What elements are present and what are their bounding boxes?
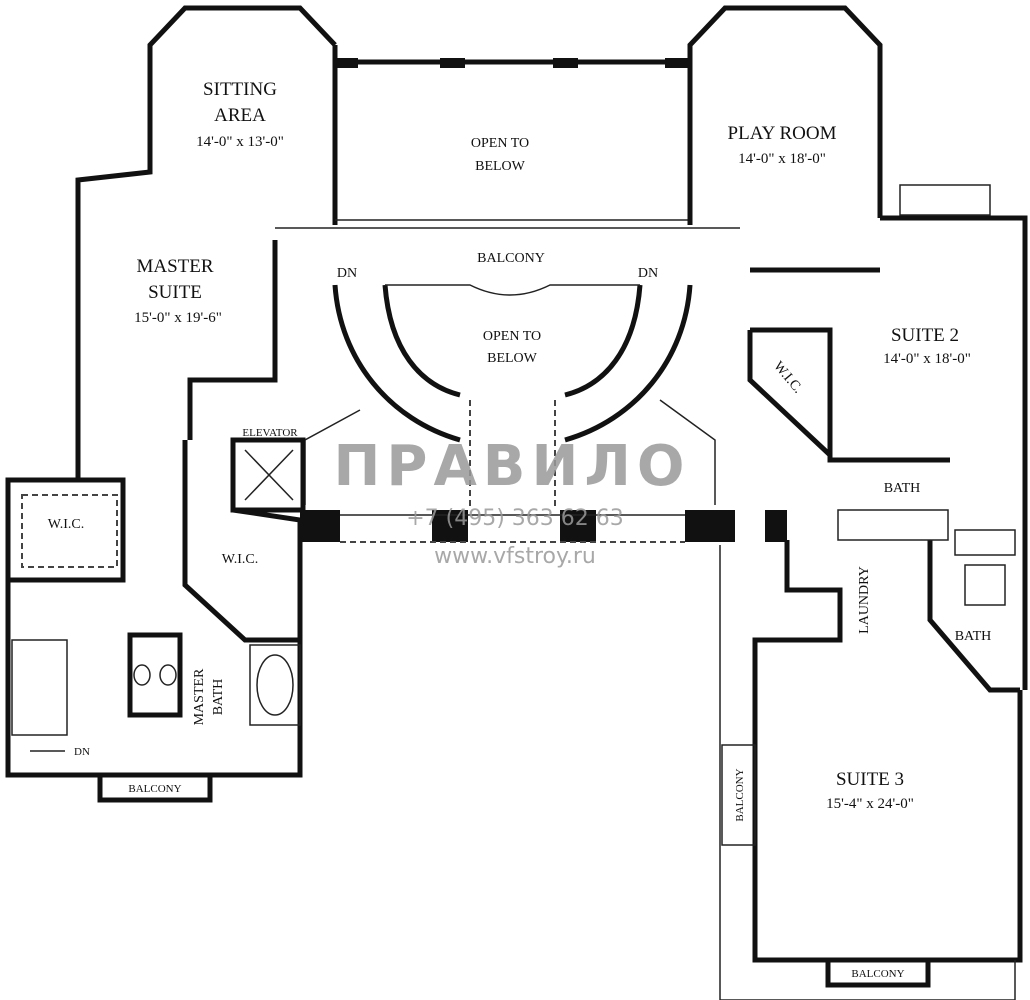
suite-3-dims: 15'-4" x 24'-0"	[826, 796, 914, 812]
open-to-below-top: OPEN TO	[471, 136, 529, 151]
wall-suite-3	[752, 540, 1023, 963]
shower	[11, 639, 68, 736]
suite-3-label: SUITE 3	[836, 769, 904, 790]
suite3-side-balcony	[721, 744, 756, 846]
wall-suite-2	[880, 215, 1028, 690]
bath-suite3-label: BATH	[955, 629, 992, 644]
wic-master-wall	[182, 440, 300, 643]
stair-left-inner	[382, 284, 461, 398]
wall-bath	[927, 540, 1020, 693]
suite3-bottom-balcony	[825, 957, 931, 988]
play-room-label: PLAY ROOM	[728, 123, 837, 144]
wall-play-room	[687, 5, 883, 225]
column	[440, 58, 465, 68]
column	[553, 58, 578, 68]
stair-right-inner	[564, 284, 643, 398]
wall-wic	[747, 330, 832, 457]
play-room-dims: 14'-0" x 18'-0"	[738, 151, 826, 167]
column	[665, 58, 690, 68]
laundry-label: LAUNDRY	[857, 566, 872, 634]
wall	[750, 327, 950, 463]
master-bath-label-2: BATH	[211, 679, 226, 716]
wic-suite2-label: W.I.C.	[770, 359, 805, 397]
master-bath-label: MASTER	[192, 668, 207, 725]
open-to-below-top-2: BELOW	[475, 159, 526, 174]
watermark-website: www.vfstroy.ru	[434, 544, 596, 569]
column	[333, 58, 358, 68]
suite-2-label: SUITE 2	[891, 325, 959, 346]
suite2-balcony	[899, 184, 991, 216]
stair-dn-left: DN	[337, 266, 357, 281]
suite2-vanity	[837, 509, 949, 541]
balcony-suite3-side-label: BALCONY	[734, 768, 746, 821]
wic-master-label: W.I.C.	[222, 552, 258, 567]
suite-2-dims: 14'-0" x 18'-0"	[883, 351, 971, 367]
suite2-tub	[954, 529, 1016, 556]
master-suite-label-2: SUITE	[148, 282, 202, 303]
balcony-label: BALCONY	[477, 251, 545, 266]
suite3-shower	[964, 564, 1006, 606]
balcony-suite3-bottom-label: BALCONY	[851, 968, 904, 980]
terrace-outline	[719, 545, 1016, 1000]
elevator-label: ELEVATOR	[242, 427, 298, 439]
open-to-below-center-2: BELOW	[487, 351, 538, 366]
sitting-area-dims: 14'-0" x 13'-0"	[196, 134, 284, 150]
balcony-master-label: BALCONY	[128, 783, 181, 795]
sitting-area-label: SITTING	[203, 79, 277, 100]
column	[685, 510, 735, 542]
wic-left-label: W.I.C.	[48, 517, 84, 532]
watermark-phone: +7 (495) 363 62 63	[406, 506, 624, 531]
stair-left	[332, 284, 461, 443]
wall	[187, 240, 278, 440]
wall	[659, 399, 716, 505]
elevator-shaft	[230, 437, 306, 513]
master-balcony	[97, 772, 213, 803]
stair-right	[564, 284, 693, 443]
landing	[385, 284, 640, 296]
column	[300, 510, 340, 542]
vanity	[127, 632, 183, 718]
master-suite-dims: 15'-0" x 19'-6"	[134, 310, 222, 326]
wall-sitting-master	[75, 5, 337, 438]
wic-left	[5, 477, 126, 583]
master-suite-label: MASTER	[136, 256, 213, 277]
open-to-below-center: OPEN TO	[483, 329, 541, 344]
sitting-area-label-2: AREA	[214, 105, 266, 126]
master-bath-dn: DN	[74, 746, 90, 758]
tub	[249, 644, 301, 726]
column	[765, 510, 787, 542]
watermark-logo: ПРАВИЛО	[334, 434, 691, 499]
bath-suite2-label: BATH	[884, 481, 921, 496]
stair-dn-right: DN	[638, 266, 658, 281]
